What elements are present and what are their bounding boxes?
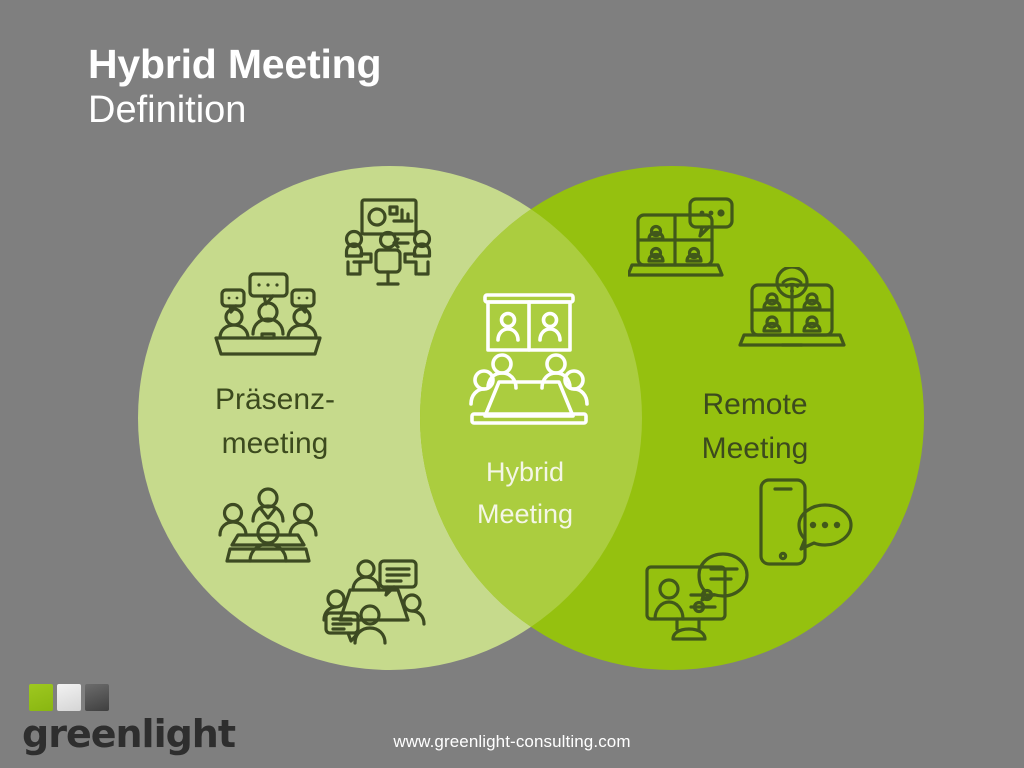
monitor-video-chat-icon xyxy=(643,547,751,641)
logo-square-gray xyxy=(85,684,109,711)
title-block: Hybrid Meeting Definition xyxy=(88,41,382,132)
footer: greenlight www.greenlight-consulting.com xyxy=(0,678,1024,768)
presentation-meeting-icon xyxy=(332,196,444,286)
page-title: Hybrid Meeting xyxy=(88,41,382,87)
discussion-meeting-icon xyxy=(212,272,324,356)
logo-squares xyxy=(29,684,109,711)
round-table-meeting-icon xyxy=(216,487,320,567)
logo-square-green xyxy=(29,684,53,711)
page-subtitle: Definition xyxy=(88,89,247,132)
laptop-wifi-call-icon xyxy=(738,267,846,353)
greenlight-logo[interactable]: greenlight xyxy=(22,682,236,762)
website-url[interactable]: www.greenlight-consulting.com xyxy=(393,732,631,751)
laptop-video-chat-icon xyxy=(628,197,736,283)
smartphone-chat-icon xyxy=(753,477,855,567)
conference-table-icon xyxy=(322,557,426,647)
logo-wordmark: greenlight xyxy=(22,712,236,756)
logo-square-white xyxy=(57,684,81,711)
hybrid-meeting-icon xyxy=(468,292,590,426)
hybrid-meeting-overlap[interactable] xyxy=(420,166,924,670)
